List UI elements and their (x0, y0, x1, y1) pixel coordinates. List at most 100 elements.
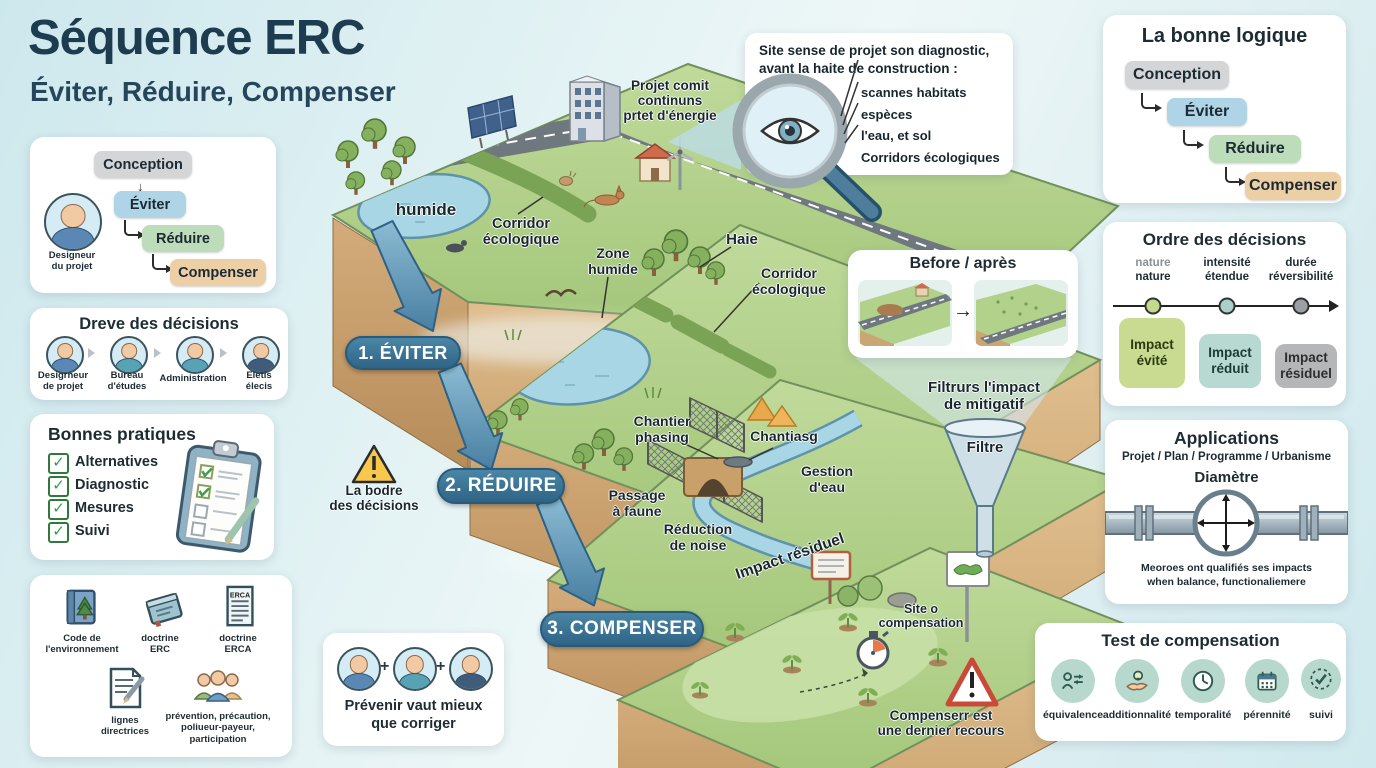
checkbox-icon[interactable]: ✓ (48, 522, 69, 543)
practice-item: Suivi (75, 523, 110, 539)
criterion: durée réversibilité (1263, 256, 1339, 285)
practice-item: Mesures (75, 500, 134, 516)
avatar-woman (337, 647, 381, 691)
test-caption: temporalité (1174, 709, 1232, 721)
logic-title: La bonne logique (1141, 25, 1308, 47)
additionnalite-icon (1115, 659, 1159, 703)
card-applications: Applications Projet / Plan / Programme /… (1105, 420, 1348, 604)
applications-caption: Meoroes ont qualifiés ses impacts when b… (1141, 562, 1312, 588)
elbow-arrow-icon (1141, 93, 1162, 112)
label-project: Projet comit continuns prtet d'énergie (623, 78, 717, 124)
arrow-right-icon: → (953, 300, 973, 322)
flow-step-reduire: Réduire (142, 225, 224, 252)
code-environnement-book-icon (66, 589, 96, 625)
site-sign-icon (946, 551, 990, 642)
chevron-right-icon (154, 348, 161, 358)
prevention-text: Prévenir vaut mieux que corriger (344, 698, 483, 733)
card-prevention: + + Prévenir vaut mieux que corriger (323, 633, 504, 746)
plus-icon: + (380, 658, 390, 675)
label-haie: Haie (726, 231, 758, 248)
cascade-arrow-1 (370, 220, 442, 332)
label-warning-right: Compenserr est une dernier recours (877, 708, 1005, 739)
badge-step-2: 2. RÉDUIRE (437, 468, 565, 504)
elbow-arrow-icon (1183, 130, 1204, 149)
label-gestion-eau: Gestion d'eau (800, 463, 854, 495)
card-diagnostic-callout: Site sense de projet son diagnostic, ava… (745, 33, 1013, 175)
sign-icon (810, 550, 852, 604)
impact-reduit-box: Impact réduit (1199, 334, 1261, 388)
checkbox-icon[interactable]: ✓ (48, 453, 69, 474)
label-pointer-lines (517, 196, 774, 461)
plus-icon: + (436, 658, 446, 675)
impact-residuel-box: Impact résiduel (1275, 344, 1337, 388)
equivalence-icon (1051, 659, 1095, 703)
diameter-label: Diamètre (1194, 469, 1259, 486)
warning-red-icon (945, 657, 999, 707)
diagnostic-title: Site sense de projet son diagnostic, ava… (759, 43, 990, 76)
rabbit-icon (559, 170, 577, 186)
label-filtre: Filtre (966, 439, 1004, 456)
avatar-elus (242, 336, 280, 374)
actors-title: Dreve des décisions (79, 315, 239, 333)
avatar-designer (46, 336, 84, 374)
cascade-arrow-2 (437, 362, 504, 471)
logic-step-conception: Conception (1125, 61, 1229, 89)
criterion: nature nature (1115, 256, 1191, 285)
fox-icon (583, 184, 625, 208)
order-title: Ordre des décisions (1142, 230, 1307, 249)
rock-icon (887, 592, 917, 608)
lumber-pile-icon (723, 456, 753, 468)
reference-label: Code de l'environnement (45, 633, 119, 656)
test-caption: additionnalité (1102, 709, 1172, 721)
card-practices: Bonnes pratiques ✓ Alternatives ✓ Diagno… (30, 414, 274, 560)
bridge-icon (683, 457, 743, 497)
diagnostic-item: scannes habitats (861, 85, 967, 100)
suivi-icon (1301, 659, 1341, 699)
duck-icon (446, 240, 467, 253)
logic-step-reduire: Réduire (1209, 135, 1301, 163)
checkbox-icon[interactable]: ✓ (48, 476, 69, 497)
elbow-arrow-icon (1225, 167, 1246, 186)
reference-label: lignes directrices (100, 715, 150, 738)
erca-badge: ERCA (230, 591, 250, 599)
label-site-compensation: Site o compensation (878, 602, 964, 630)
guidelines-paper-icon (109, 667, 145, 709)
impact-evite-box: Impact évité (1119, 318, 1185, 388)
criterion-top: nature (1135, 257, 1171, 269)
flow-step-eviter: Éviter (114, 191, 186, 218)
cascade-arrow-3 (536, 494, 605, 607)
chevron-right-icon (88, 348, 95, 358)
elbow-arrow-icon (152, 254, 173, 273)
page-subtitle: Éviter, Réduire, Compenser (30, 76, 396, 107)
order-timeline (1113, 297, 1339, 315)
stopwatch-icon (856, 630, 890, 670)
logic-step-compenser: Compenser (1245, 172, 1341, 200)
flow-step-compenser: Compenser (170, 259, 266, 286)
practices-title: Bonnes pratiques (48, 424, 196, 444)
warning-yellow-icon (351, 444, 397, 484)
avatar-man-glasses (393, 647, 437, 691)
doctrine-erc-book-icon (145, 592, 183, 628)
after-thumbnail (974, 280, 1068, 346)
elbow-arrow-icon (124, 220, 145, 239)
applications-subtitle: Projet / Plan / Programme / Urbanisme (1122, 451, 1331, 463)
logic-step-eviter: Éviter (1167, 98, 1247, 126)
criterion-bottom: étendue (1204, 271, 1250, 284)
test-caption: équivalence (1042, 709, 1104, 721)
pipe-gauge-icon (1105, 489, 1348, 557)
actor-caption: Eletis élecis (245, 370, 273, 392)
card-logic: La bonne logique Conception Éviter Rédui… (1103, 15, 1346, 203)
applications-title: Applications (1173, 428, 1279, 448)
criterion-top: intensité (1203, 257, 1251, 269)
label-zone-humide: Zone humide (588, 245, 638, 277)
reference-label: prévention, précaution, poliueur-payeur,… (165, 711, 271, 745)
diagnostic-item: espèces (861, 107, 913, 122)
reference-label: doctrine ERCA (219, 633, 257, 656)
temporalite-icon (1181, 659, 1225, 703)
avatar (44, 193, 102, 251)
card-before-after: Before / après → (848, 250, 1078, 358)
checkbox-icon[interactable]: ✓ (48, 499, 69, 520)
clipboard-icon (175, 440, 262, 553)
label-funnel: Filtrurs l'impact de mitigatif (928, 379, 1040, 413)
